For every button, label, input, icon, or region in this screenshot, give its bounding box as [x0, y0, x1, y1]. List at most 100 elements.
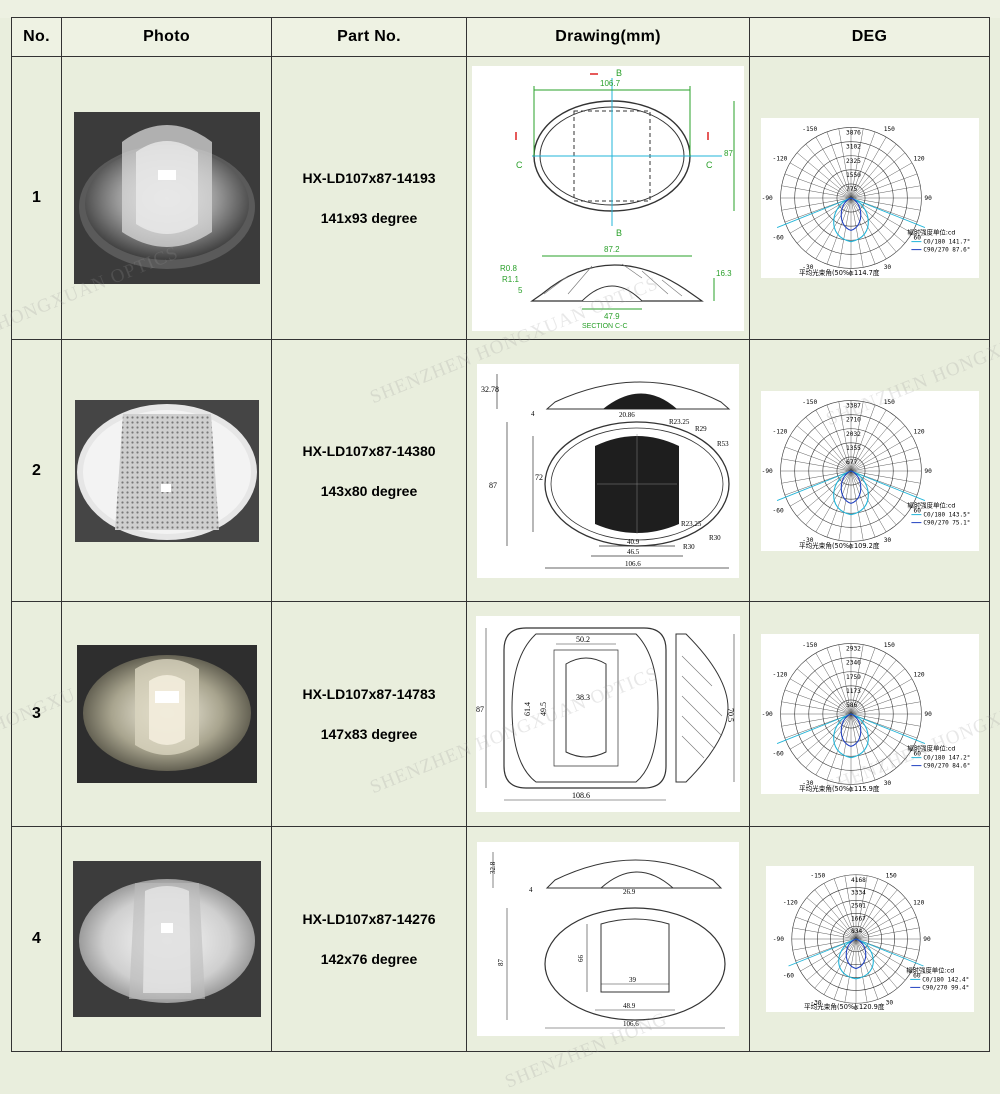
angle-label: -60 — [772, 507, 783, 514]
angle-label: 0 — [849, 786, 853, 793]
angle-label: 30 — [883, 536, 891, 543]
spec-table: No. Photo Part No. Drawing(mm) DEG 1 — [11, 17, 990, 1052]
dim-label: 4 — [531, 410, 535, 418]
angle-label: -90 — [761, 195, 772, 202]
beam-angle-line — [776, 470, 851, 501]
dim-label: 46.5 — [627, 548, 640, 556]
table-row: 1 HX-LD107x87-14193 141x93 degree — [11, 56, 990, 340]
photo-cell — [61, 826, 272, 1052]
angle-label: -150 — [802, 126, 817, 133]
angle-label: 60 — [913, 751, 921, 758]
angle-label: -30 — [802, 264, 813, 271]
ring-value-label: 2710 — [846, 416, 861, 423]
lens-outline — [503, 627, 667, 789]
beam-angle-line — [776, 197, 851, 228]
legend-entry: C0/180 143.5° — [923, 511, 970, 518]
angle-label: 90 — [924, 195, 932, 202]
dim-label: 106.6 — [625, 560, 641, 568]
dim-label: R53 — [717, 440, 729, 448]
angle-label: 90 — [924, 468, 932, 475]
average-beam-angle: 平均光束角(50%):120.9度 — [804, 1002, 885, 1011]
angle-label: 60 — [913, 507, 921, 514]
ring-value-label: 2932 — [846, 646, 861, 653]
table-row: 3 HX-LD107x87-14783 147x83 degree — [11, 601, 990, 827]
dim-label: 4 — [529, 886, 533, 894]
angle-label: -60 — [772, 751, 783, 758]
ring-value-label: 3334 — [851, 890, 866, 897]
angle-label: 0 — [849, 543, 853, 550]
angle-label: -90 — [761, 711, 772, 718]
dim-label: R30 — [683, 543, 695, 551]
ring-value-label: 2501 — [851, 902, 866, 909]
angle-label: 150 — [883, 126, 894, 133]
beam-angle-line — [850, 470, 925, 501]
angle-label: 30 — [883, 264, 891, 271]
legend-entry: C90/270 87.6° — [923, 247, 970, 254]
ring-value-label: 2325 — [846, 158, 861, 165]
ring-value-label: 3102 — [846, 144, 861, 151]
dim-label: 87 — [724, 149, 733, 158]
dim-label: 26.9 — [623, 888, 636, 896]
beam-degree: 143x80 degree — [320, 482, 418, 499]
angle-label: 60 — [913, 973, 921, 980]
angle-label: -90 — [761, 468, 772, 475]
beam-angle-line — [776, 713, 851, 744]
dim-label: R1.1 — [502, 275, 519, 284]
ring-value-label: 2346 — [846, 660, 861, 667]
ring-value-label: 1667 — [851, 915, 866, 922]
dim-label: 20.86 — [619, 411, 635, 419]
part-number: HX-LD107x87-14380 — [302, 442, 436, 459]
angle-label: -120 — [772, 155, 787, 162]
intensity-curve-c0 — [832, 197, 869, 243]
section-caption: SECTION C-C — [582, 323, 628, 330]
dim-label: R29 — [695, 425, 707, 433]
dim-label: 50.2 — [576, 635, 590, 644]
dim-label: 87.2 — [604, 245, 620, 254]
average-beam-angle: 平均光束角(50%):109.2度 — [799, 541, 880, 550]
ring-value-label: 1759 — [846, 674, 861, 681]
angle-label: -90 — [772, 936, 783, 943]
lens-photo — [74, 399, 259, 542]
dim-label: 87 — [497, 959, 505, 967]
ring-value-label: 834 — [851, 928, 862, 935]
angle-label: 30 — [883, 780, 891, 787]
dim-label: R23.25 — [669, 418, 690, 426]
dim-label: 108.6 — [572, 791, 590, 800]
angle-label: 0 — [849, 270, 853, 277]
dim-label: 70.5 — [726, 708, 735, 722]
dim-label: 32.78 — [481, 385, 499, 394]
dim-label: 66 — [577, 955, 585, 963]
table-row: 4 HX-LD107x87-14276 142x76 degree — [11, 826, 990, 1052]
col-header-part-no: Part No. — [271, 17, 467, 57]
angle-label: 150 — [883, 399, 894, 406]
angle-label: 120 — [913, 155, 924, 162]
angle-label: -120 — [772, 428, 787, 435]
intensity-curve-c0 — [837, 938, 874, 980]
dim-label: 47.9 — [604, 312, 620, 321]
section-label: C — [516, 160, 523, 170]
intensity-curve-c90 — [840, 197, 861, 231]
angle-label: 60 — [913, 235, 921, 242]
beam-degree: 147x83 degree — [320, 726, 418, 742]
drawing-cell: 106.7 87 B B C C 87.2 — [466, 56, 750, 340]
angle-label: 30 — [885, 999, 893, 1006]
photo-cell — [61, 601, 272, 827]
beam-degree: 141x93 degree — [320, 210, 418, 226]
dim-label: R23.25 — [681, 520, 702, 528]
dim-label: R30 — [709, 534, 721, 542]
unit-label: 辐射强度单位:cd — [907, 500, 955, 509]
row-number: 4 — [11, 826, 62, 1052]
section-label: C — [706, 160, 713, 170]
ring-value-label: 586 — [846, 702, 857, 709]
intensity-curve-c90 — [845, 938, 866, 970]
technical-drawing: 106.7 87 B B C C 87.2 — [472, 65, 744, 331]
part-number: HX-LD107x87-14276 — [302, 911, 436, 927]
ring-value-label: 677 — [846, 458, 857, 465]
dim-label: 32.8 — [489, 861, 497, 874]
